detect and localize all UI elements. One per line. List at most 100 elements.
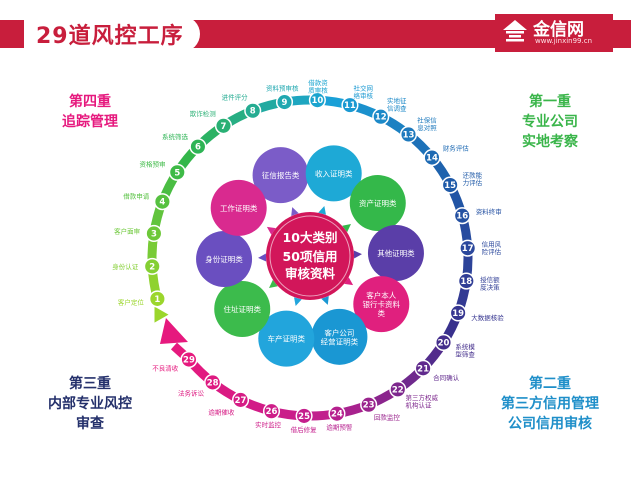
step-label: 法务诉讼	[178, 388, 205, 397]
step-number: 10	[311, 96, 323, 106]
step-label-line: 社交网	[353, 84, 373, 93]
step-label: 借款资质审核	[308, 78, 328, 95]
category-label: 身份证明类	[205, 254, 243, 264]
step-label-line: 度决策	[480, 283, 500, 292]
step-label-line: 还款能	[463, 171, 483, 180]
category-pointer	[342, 223, 351, 233]
category-label-line: 经营证明类	[321, 336, 359, 346]
category-circle	[196, 231, 253, 288]
step-marker	[360, 396, 378, 414]
center-text: 50项信用	[283, 249, 338, 264]
step-label: 欺诈检测	[190, 109, 217, 118]
step-label: 借后修复	[291, 425, 318, 434]
step-marker	[441, 176, 459, 194]
category-pointer	[321, 295, 329, 305]
category-circle	[349, 175, 406, 232]
category-label-line: 住址证明类	[223, 304, 261, 314]
step-marker	[180, 351, 198, 369]
step-label-line: 资料终审	[476, 207, 502, 216]
step-marker	[457, 272, 475, 290]
step-label-line: 信用风	[482, 239, 502, 248]
step-number: 7	[220, 122, 226, 132]
step-number: 6	[195, 143, 201, 153]
category-circle	[258, 310, 315, 367]
step-label: 财务评估	[443, 144, 470, 153]
step-label-line: 信调查	[387, 104, 407, 113]
step-label-line: 身份认证	[112, 262, 139, 271]
phase-1-label: 第一重 专业公司 实地考察	[500, 92, 600, 152]
step-marker	[399, 125, 418, 144]
step-label: 实时监控	[255, 420, 282, 429]
step-number: 22	[392, 385, 404, 395]
step-number: 23	[363, 401, 375, 411]
step-marker	[414, 359, 432, 377]
category-circle	[305, 145, 362, 202]
step-number: 12	[375, 113, 387, 123]
step-number: 13	[403, 130, 415, 140]
step-label-line: 授信额	[480, 275, 500, 284]
step-marker	[244, 102, 262, 120]
step-label-line: 不良清收	[152, 364, 179, 373]
step-label-line: 回款监控	[374, 413, 401, 422]
center-circle	[266, 212, 354, 300]
step-number: 11	[344, 101, 356, 111]
step-label-line: 借后修复	[291, 425, 318, 434]
phase-1-line: 专业公司	[522, 114, 578, 130]
step-label-line: 法务诉讼	[178, 388, 205, 397]
step-label-line: 络审核	[353, 91, 373, 100]
step-label: 资格预审	[140, 160, 166, 169]
step-label: 逾期预警	[326, 422, 353, 431]
step-label: 系统筛选	[162, 132, 189, 141]
category-label: 客户公司经营证明类	[321, 327, 359, 346]
category-label: 客户本人银行卡资料类	[363, 290, 401, 318]
step-label-line: 客户面审	[114, 226, 140, 235]
step-number: 15	[444, 181, 456, 191]
step-label: 实地征信调查	[387, 96, 407, 113]
step-label: 资料预审核	[266, 83, 299, 92]
phase-2-title: 第二重	[529, 376, 571, 392]
step-label-line: 逾期催收	[208, 407, 235, 416]
step-number: 4	[159, 198, 165, 208]
step-marker	[341, 96, 359, 114]
step-number: 8	[250, 107, 256, 117]
center-text: 审核资料	[285, 266, 336, 281]
step-label: 逾期催收	[208, 407, 235, 416]
step-marker	[214, 117, 233, 135]
step-label-line: 质审核	[308, 86, 328, 95]
step-label-line: 险评估	[482, 247, 502, 256]
step-label-line: 系统筛选	[162, 132, 189, 141]
step-marker	[308, 91, 326, 109]
step-label-line: 客户定位	[118, 298, 145, 307]
category-circle	[210, 179, 267, 236]
step-number: 18	[460, 277, 472, 287]
step-number: 5	[174, 168, 180, 178]
step-label-line: 合同确认	[433, 373, 460, 382]
step-label: 不良清收	[152, 364, 179, 373]
step-label: 借款申请	[123, 192, 150, 201]
step-number: 14	[426, 154, 438, 164]
step-marker	[189, 138, 207, 156]
category-label-line: 其他证明类	[377, 248, 415, 258]
step-label: 回款监控	[374, 413, 401, 422]
step-label-line: 息对照	[417, 123, 437, 132]
step-number: 1	[154, 295, 160, 305]
category-label-line: 类	[378, 308, 386, 318]
step-label-line: 资料预审核	[266, 83, 299, 92]
step-number: 28	[207, 378, 219, 388]
category-pointer	[266, 226, 276, 235]
step-number: 3	[151, 229, 157, 239]
step-label: 还款能力评估	[463, 171, 483, 188]
category-circle	[367, 224, 424, 281]
category-label: 征信报告类	[262, 170, 300, 180]
category-label: 收入证明类	[315, 168, 353, 178]
category-label-line: 身份证明类	[205, 254, 243, 264]
step-marker	[434, 333, 453, 352]
category-label-line: 客户本人	[366, 290, 396, 300]
phase-3-label: 第三重 内部专业风控 审查	[30, 374, 150, 434]
category-label: 其他证明类	[377, 248, 415, 258]
step-number: 16	[456, 212, 468, 222]
category-pointer	[269, 279, 278, 289]
step-label-line: 系统模	[455, 342, 475, 351]
category-circle	[252, 147, 309, 204]
